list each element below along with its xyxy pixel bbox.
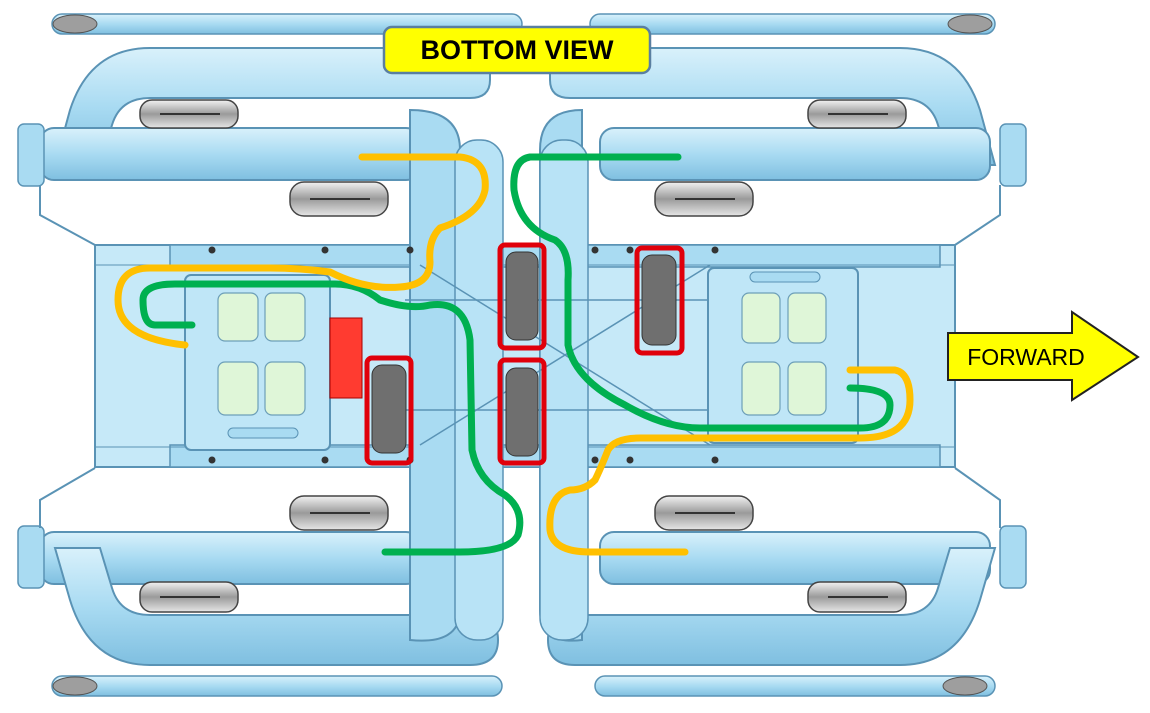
thruster-units [371, 251, 677, 457]
forward-label: FORWARD [967, 344, 1085, 370]
frame-bolts [208, 246, 719, 464]
wheel-top-left-1 [139, 99, 239, 129]
top-skid-right [589, 13, 996, 35]
wheel-bottom-right-1 [654, 495, 754, 531]
highlight-box-center-top [497, 242, 547, 351]
forward-arrow: FORWARD [947, 310, 1140, 402]
wheel-bottom-right-2 [807, 581, 907, 613]
red-connector-module [329, 317, 363, 399]
highlight-box-right [634, 245, 685, 356]
wheel-top-left-2 [289, 181, 389, 217]
arm-bottom-right-outer [546, 547, 997, 666]
wheel-bottom-left-1 [289, 495, 389, 531]
highlight-box-center-bottom [497, 357, 547, 466]
arm-top-right-inner [599, 123, 1027, 187]
arm-top-left-inner [17, 123, 421, 187]
cable-green-2 [139, 280, 524, 556]
wheel-bottom-left-2 [139, 581, 239, 613]
highlight-boxes [364, 242, 685, 466]
title-badge: BOTTOM VIEW [382, 25, 652, 75]
wheel-top-right-2 [654, 181, 754, 217]
arm-bottom-left-outer [53, 547, 500, 666]
cable-green-1 [510, 153, 894, 432]
cable-orange-2 [546, 366, 914, 556]
title-text: BOTTOM VIEW [421, 35, 615, 65]
cable-orange-1 [114, 153, 489, 349]
bottom-skid-left [51, 675, 503, 697]
highlight-box-left [364, 355, 414, 466]
wheel-top-right-1 [807, 99, 907, 129]
right-battery-plate [707, 267, 859, 444]
side-struts [39, 185, 1001, 528]
left-battery-plate [184, 274, 331, 451]
bottom-skid-right [594, 675, 996, 697]
